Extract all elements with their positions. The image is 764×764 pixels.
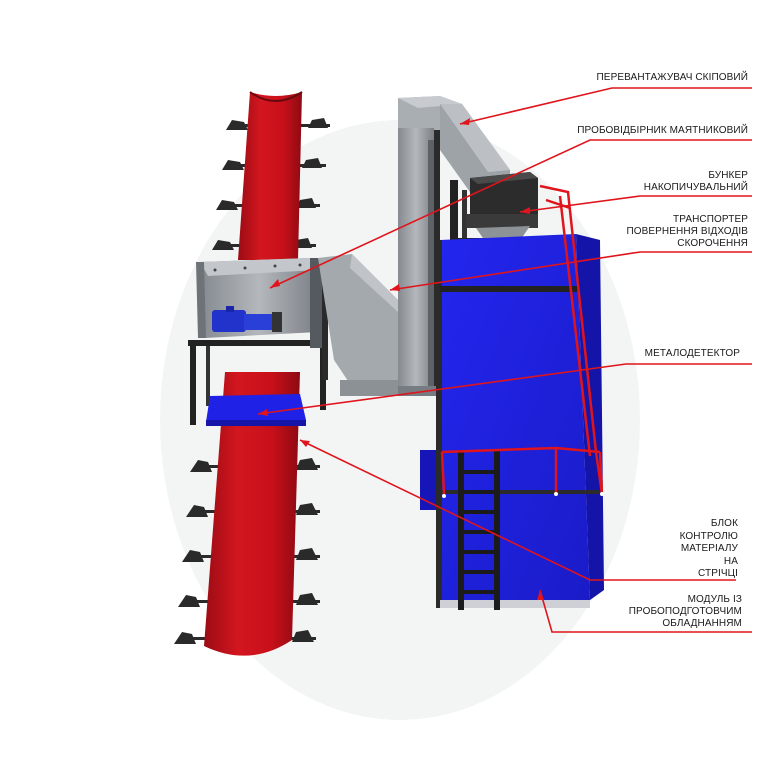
leader-bunker	[519, 195, 752, 213]
module-railing	[440, 184, 604, 495]
label-module: МОДУЛЬ ІЗ ПРОБОПОДГОТОВЧИМ ОБЛАДНАННЯМ	[629, 594, 742, 630]
module-ladder	[458, 450, 500, 610]
leader-lines	[257, 87, 752, 633]
pendulum-sampler	[188, 258, 328, 425]
label-control-block: БЛОК КОНТРОЛЮ МАТЕРІАЛУ НА СТРІЧЦІ	[680, 518, 738, 581]
transfer-chute	[318, 254, 400, 396]
label-return-conveyor-line1: ТРАНСПОРТЕР	[673, 214, 748, 225]
sample-prep-module	[420, 184, 604, 610]
label-module-line1: МОДУЛЬ ІЗ	[687, 594, 742, 605]
upper-belt-conveyor	[212, 91, 330, 260]
label-storage-bunker-line2: НАКОПИЧУВАЛЬНИЙ	[643, 182, 748, 193]
leader-module	[539, 589, 752, 633]
label-pendulum-sampler: ПРОБОВІДБІРНИК МАЯТНИКОВИЙ	[577, 125, 748, 136]
label-storage-bunker: БУНКЕР НАКОПИЧУВАЛЬНИЙ	[644, 170, 748, 194]
metal-detector	[206, 394, 306, 426]
label-return-conveyor-line2: ПОВЕРНЕННЯ ВІДХОДІВ	[626, 226, 748, 237]
label-control-block-line5: СТРІЧЦІ	[698, 568, 738, 579]
lower-belt	[204, 372, 300, 656]
label-module-line3: ОБЛАДНАННЯМ	[662, 618, 742, 629]
label-module-line2: ПРОБОПОДГОТОВЧИМ	[628, 606, 742, 617]
leader-pendulum-sampler	[269, 139, 752, 289]
label-storage-bunker-line1: БУНКЕР	[708, 170, 748, 181]
label-metal-detector: МЕТАЛОДЕТЕКТОР	[644, 348, 740, 359]
label-return-conveyor-line3: СКОРОЧЕННЯ	[677, 238, 748, 249]
lower-belt-conveyor	[174, 372, 320, 656]
label-control-block-line4: НА	[723, 555, 738, 567]
sampler-motor	[212, 306, 282, 332]
label-control-block-line2: КОНТРОЛЮ	[679, 530, 738, 542]
upper-belt	[238, 92, 302, 260]
leader-return-conveyor	[389, 251, 752, 291]
leader-metal-detector	[257, 363, 752, 415]
label-skip-hoist: ПЕРЕВАНТАЖУВАЧ СКІПОВИЙ	[596, 72, 748, 83]
label-control-block-line1: БЛОК	[710, 518, 738, 529]
leader-arrowheads	[258, 118, 544, 600]
label-control-block-line3: МАТЕРІАЛУ	[680, 543, 738, 554]
label-return-conveyor: ТРАНСПОРТЕР ПОВЕРНЕННЯ ВІДХОДІВ СКОРОЧЕН…	[626, 214, 748, 250]
leader-control-block	[299, 439, 736, 581]
leader-skip-hoist	[459, 87, 752, 125]
